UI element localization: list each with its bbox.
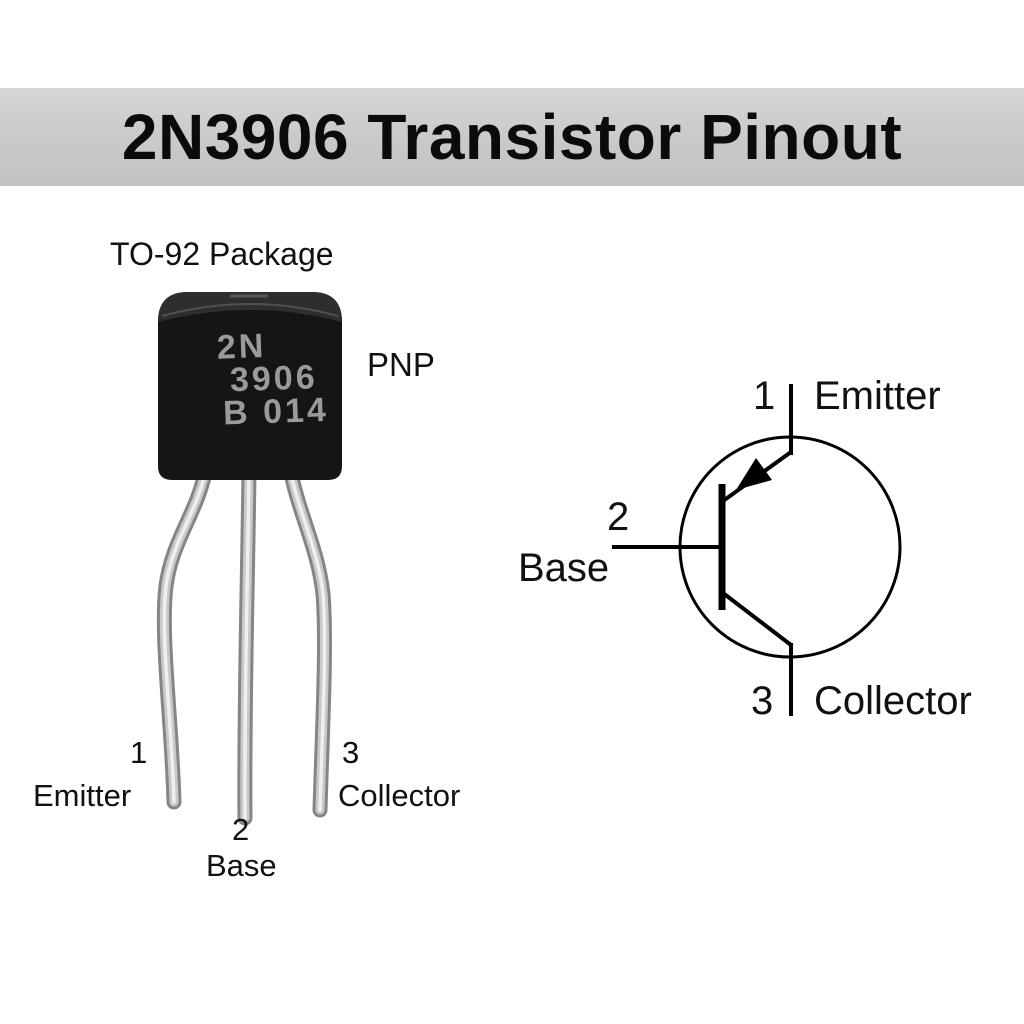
body-marking-line3: B 014 — [222, 390, 330, 433]
transistor-type-label: PNP — [367, 346, 435, 383]
package-pin1-number: 1 — [130, 735, 148, 770]
package-leads — [156, 460, 333, 826]
schematic-pin1-number: 1 — [753, 374, 776, 418]
schematic-pin3-name: Collector — [814, 679, 972, 723]
pnp-symbol — [612, 384, 902, 716]
package-pin3-name: Collector — [338, 778, 461, 813]
collector-lead — [282, 460, 333, 818]
schematic-pin2-number: 2 — [607, 495, 630, 539]
body-top-face — [158, 292, 342, 322]
schematic-pin1-name: Emitter — [814, 374, 941, 418]
body-marking: 2N 3906 B 014 — [203, 327, 330, 433]
page-title: 2N3906 Transistor Pinout — [121, 101, 903, 173]
title-banner: 2N3906 Transistor Pinout — [0, 88, 1024, 186]
package-pin1-name: Emitter — [33, 778, 132, 813]
base-lead — [237, 460, 257, 826]
body-edge-highlight — [161, 303, 339, 317]
emitter-lead — [156, 460, 214, 810]
symbol-collector-diagonal — [721, 591, 793, 647]
transistor-package-figure — [156, 292, 342, 826]
schematic-pin3-number: 3 — [751, 679, 774, 723]
package-body — [158, 292, 342, 480]
package-pin3-number: 3 — [342, 735, 360, 770]
package-pin2-name: Base — [206, 848, 277, 883]
package-caption: TO-92 Package — [110, 236, 334, 272]
package-pin2-number: 2 — [232, 812, 250, 847]
emitter-arrow-icon — [736, 458, 772, 490]
schematic-pin2-name: Base — [518, 546, 610, 590]
